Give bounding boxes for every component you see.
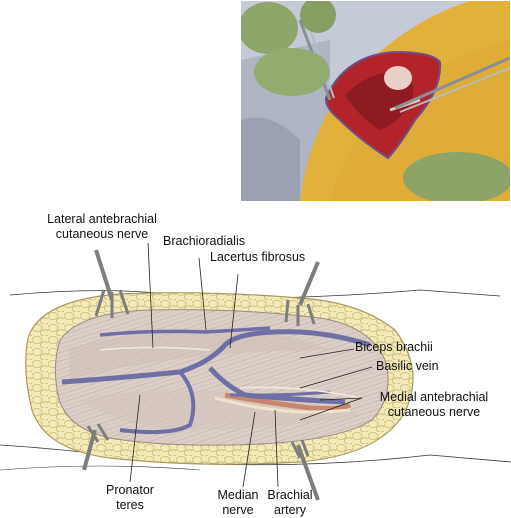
label-brachioradialis: Brachioradialis	[163, 234, 245, 248]
retractor-top-left	[94, 249, 130, 318]
retractor-top-right	[284, 261, 320, 326]
intraoperative-photo	[241, 1, 510, 201]
label-medial-antebrachial-cutaneous-nerve: Medial antebrachial cutaneous nerve	[364, 390, 504, 420]
label-median-nerve: Median nerve	[210, 488, 266, 518]
label-line: Brachial	[267, 488, 313, 502]
label-line: Lateral antebrachial	[47, 212, 157, 226]
label-biceps-brachii: Biceps brachii	[355, 340, 433, 354]
retractor-bottom-left	[82, 423, 110, 471]
label-line: nerve	[222, 503, 254, 517]
label-line: Median	[217, 488, 259, 502]
retractor-bottom-right	[290, 439, 320, 501]
label-lacertus-fibrosus: Lacertus fibrosus	[210, 250, 306, 264]
dissection-illustration	[0, 242, 511, 501]
label-line: Medial antebrachial	[379, 390, 489, 404]
label-brachial-artery: Brachial artery	[262, 488, 318, 518]
label-line: cutaneous nerve	[55, 227, 149, 241]
label-basilic-vein: Basilic vein	[376, 359, 439, 373]
label-line: cutaneous nerve	[387, 405, 481, 419]
label-line: artery	[274, 503, 306, 517]
label-pronator-teres: Pronator teres	[100, 483, 160, 513]
label-lateral-antebrachial-cutaneous-nerve: Lateral antebrachial cutaneous nerve	[32, 212, 172, 242]
label-line: teres	[116, 498, 144, 512]
leader-lines	[129, 242, 373, 488]
label-line: Pronator	[106, 483, 154, 497]
